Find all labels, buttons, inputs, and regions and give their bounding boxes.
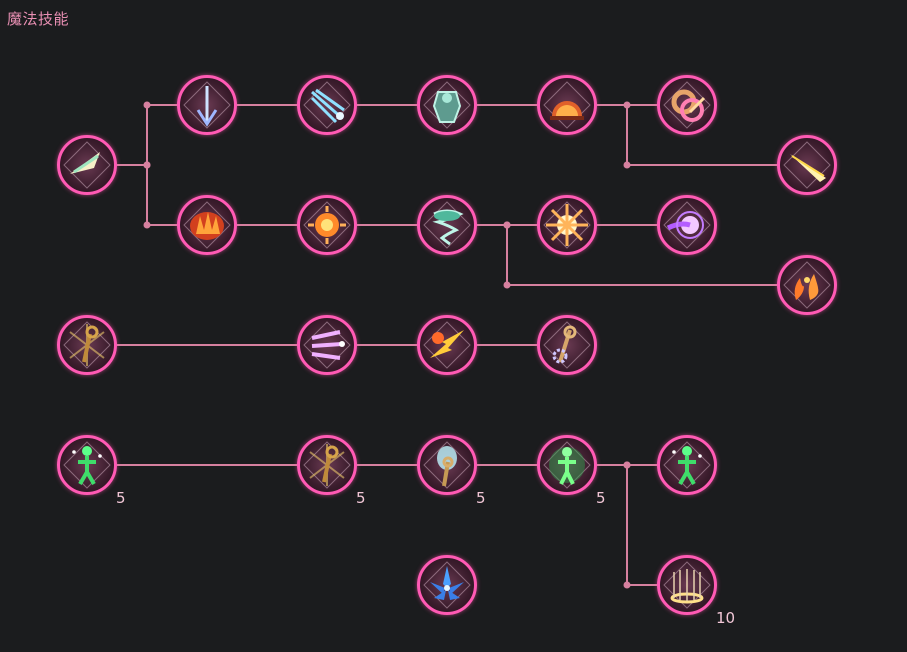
skill-node-explosion[interactable] — [537, 195, 597, 255]
firewall-icon — [183, 201, 231, 249]
flames-icon — [783, 261, 831, 309]
lightning-icon — [423, 321, 471, 369]
spirit-staff-icon — [423, 441, 471, 489]
skill-node-ice_spear[interactable] — [177, 75, 237, 135]
skill-node-lightning_strike[interactable] — [417, 315, 477, 375]
skill-node-cyclone[interactable] — [417, 195, 477, 255]
skill-node-green_body[interactable] — [57, 435, 117, 495]
figure-icon — [663, 441, 711, 489]
spear-down-icon — [183, 81, 231, 129]
skill-node-lotus[interactable] — [417, 555, 477, 615]
skill-node-gear_staff[interactable] — [537, 315, 597, 375]
connector-joint — [143, 161, 151, 169]
skill-node-ice_shards[interactable] — [297, 75, 357, 135]
connector-joint — [623, 161, 631, 169]
skill-level-count: 5 — [596, 489, 606, 507]
cyclone-icon — [423, 201, 471, 249]
orb-icon — [663, 201, 711, 249]
skill-node-nature_body[interactable] — [537, 435, 597, 495]
connector-joint — [623, 581, 631, 589]
skill-node-meteor_ring[interactable] — [657, 75, 717, 135]
skill-node-flame_aura[interactable] — [777, 255, 837, 315]
skill-node-fireball[interactable] — [297, 195, 357, 255]
figure-bright-icon — [543, 441, 591, 489]
skill-node-frost_armor[interactable] — [417, 75, 477, 135]
armor-icon — [423, 81, 471, 129]
connector-joint — [143, 101, 151, 109]
skill-node-light_lance[interactable] — [777, 135, 837, 195]
connector-joint — [623, 101, 631, 109]
skill-node-ice_arrow[interactable] — [57, 135, 117, 195]
gear-staff-icon — [543, 321, 591, 369]
staff-glow-icon — [63, 321, 111, 369]
skill-level-count: 10 — [716, 609, 736, 627]
skill-node-holy_cage[interactable] — [657, 555, 717, 615]
fireball-icon — [303, 201, 351, 249]
skill-level-count: 5 — [116, 489, 126, 507]
skill-node-green_body_2[interactable] — [657, 435, 717, 495]
connector-joint — [623, 461, 631, 469]
dome-icon — [543, 81, 591, 129]
staff-glow-icon — [303, 441, 351, 489]
skill-node-arcane_orb[interactable] — [657, 195, 717, 255]
triple-bolt-icon — [303, 321, 351, 369]
ring-icon — [663, 81, 711, 129]
page-title: 魔法技能 — [7, 10, 70, 28]
skill-node-staff_burst[interactable] — [297, 435, 357, 495]
connector-joint — [503, 281, 511, 289]
skill-node-staff_mastery[interactable] — [57, 315, 117, 375]
connector-joint — [503, 221, 511, 229]
skill-level-count: 5 — [356, 489, 366, 507]
skill-node-fire_shield[interactable] — [537, 75, 597, 135]
lance-icon — [783, 141, 831, 189]
burst-icon — [543, 201, 591, 249]
lotus-icon — [423, 561, 471, 609]
connector-joint — [143, 221, 151, 229]
skill-node-fire_wall[interactable] — [177, 195, 237, 255]
arrow-icon — [63, 141, 111, 189]
skill-node-spirit_staff[interactable] — [417, 435, 477, 495]
skill-node-triple_shot[interactable] — [297, 315, 357, 375]
skill-level-count: 5 — [476, 489, 486, 507]
figure-icon — [63, 441, 111, 489]
shards-icon — [303, 81, 351, 129]
cage-icon — [663, 561, 711, 609]
